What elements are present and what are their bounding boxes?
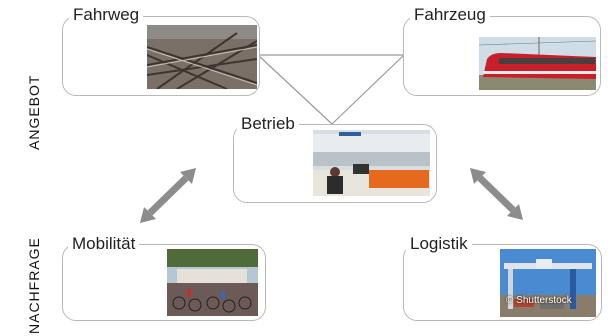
node-logistik-label: Logistik <box>406 234 472 254</box>
node-fahrzeug-label: Fahrzeug <box>410 5 490 25</box>
side-label-angebot: ANGEBOT <box>26 74 42 150</box>
node-mobilitaet-label: Mobilität <box>68 234 140 254</box>
connector-fahrzeug-betrieb <box>331 54 405 125</box>
connector-fahrweg-betrieb <box>257 54 333 125</box>
watermark-text: © Shutterstock <box>506 295 572 306</box>
container-crane-photo: © Shutterstock <box>500 249 596 317</box>
bicycles-parking-photo <box>167 249 258 316</box>
double-arrow-right <box>470 168 523 220</box>
double-arrow-left <box>140 168 196 223</box>
node-betrieb-label: Betrieb <box>237 114 299 134</box>
red-train-photo <box>479 37 596 90</box>
side-label-nachfrage: NACHFRAGE <box>26 237 42 334</box>
railway-track-junction-photo <box>147 25 257 89</box>
control-room-photo <box>313 130 430 196</box>
node-fahrweg-label: Fahrweg <box>69 5 144 25</box>
